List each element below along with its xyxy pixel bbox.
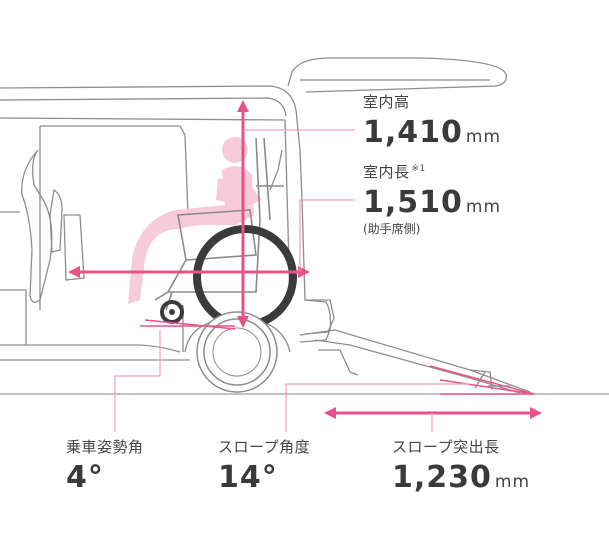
room-length-title-text: 室内長 [363,163,410,181]
slope-angle-value: 14° [218,460,278,495]
slope-length-number: 1,230 [392,460,492,495]
leader-lines [114,129,470,432]
slope-ramp-highlight [429,365,535,395]
room-height-number: 1,410 [363,115,463,150]
room-length-title: 室内長※1 [363,165,426,180]
slope-angle-line-2 [439,379,535,395]
slope-length-title: スロープ突出長 [392,438,500,456]
room-height-unit: mm [465,127,502,147]
room-length-sub: (助手席側) [363,222,421,236]
seat-angle-line-2 [144,319,236,330]
room-length-number: 1,510 [363,185,463,220]
slope-angle-title: スロープ角度 [218,438,311,456]
room-length-note: ※1 [411,164,426,174]
wheelchair [154,137,284,311]
room-length-unit: mm [465,197,502,217]
rear-wheel [196,311,278,393]
room-height-title: 室内高 [363,93,410,111]
seat-angle-value: 4° [66,460,104,495]
wheelchair-caster-hub [169,309,175,315]
seat-angle-title: 乗車姿勢角 [66,438,144,456]
slope-length-unit: mm [494,472,531,492]
wheelchair-wheel [193,225,297,329]
